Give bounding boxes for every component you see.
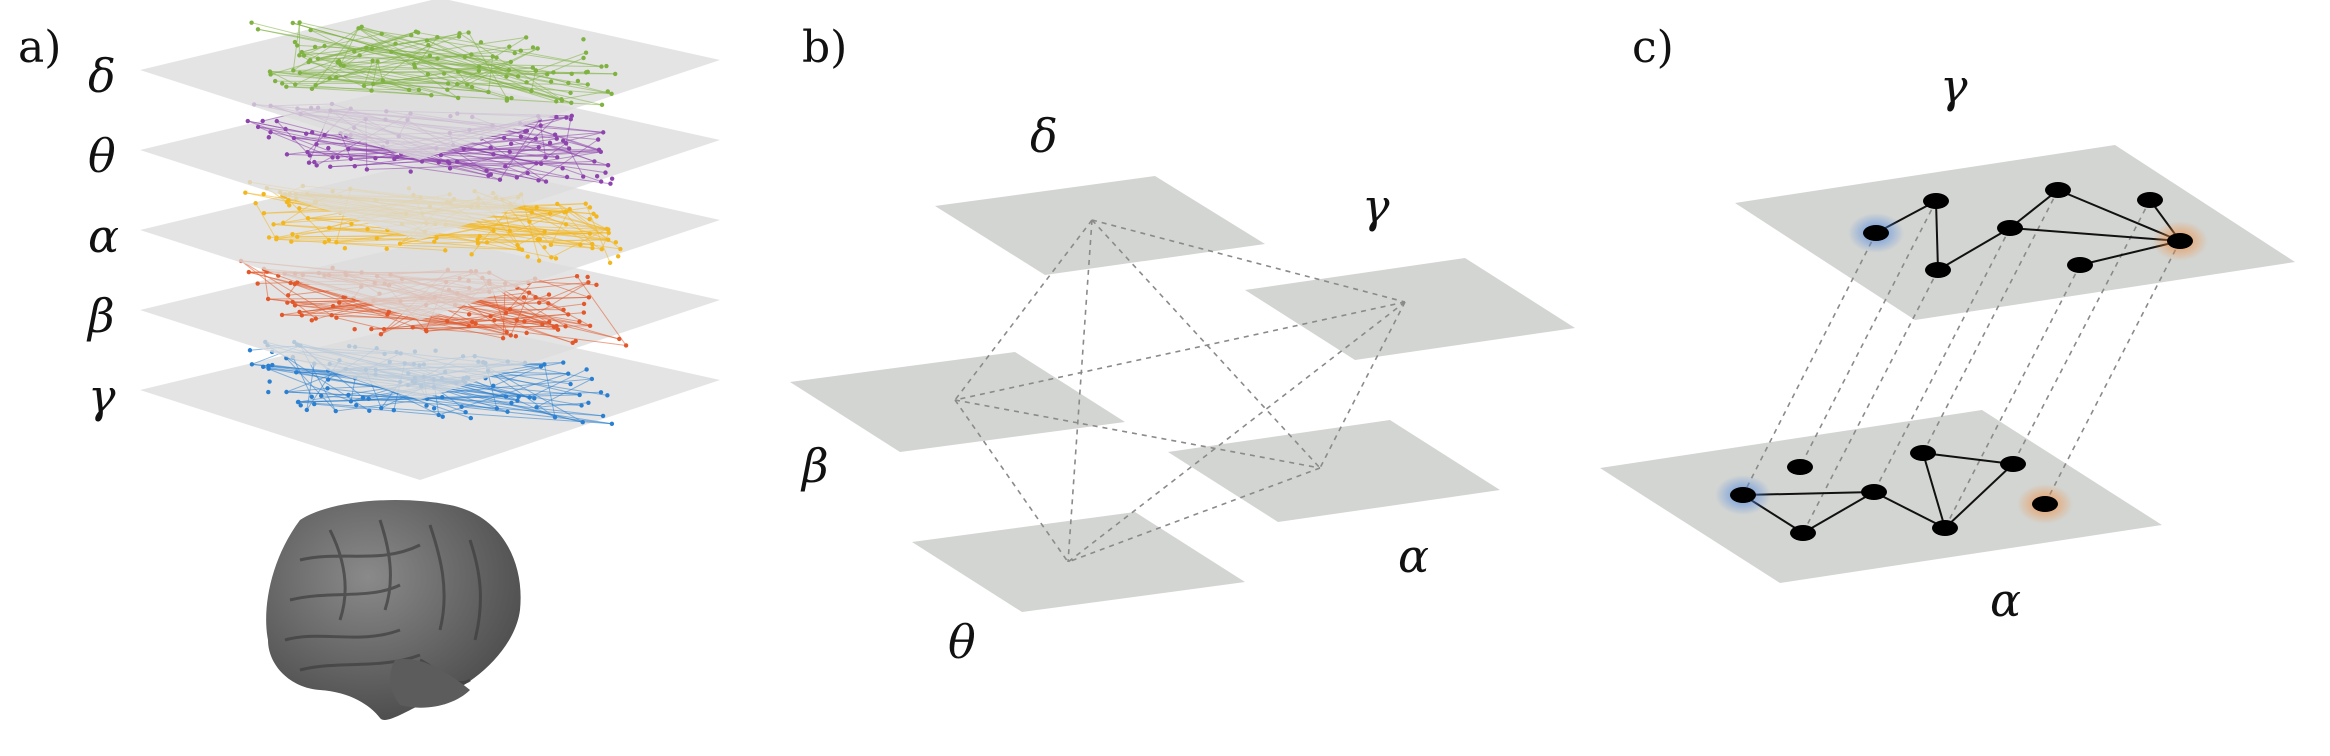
bottom-layer-graph (1715, 445, 2073, 541)
layer-label-delta: δ (88, 49, 116, 103)
plane-label-alpha: α (1398, 529, 1429, 583)
network-layer-delta (140, 0, 720, 160)
brain-image (266, 500, 521, 720)
top-layer-label: γ (1940, 59, 1968, 113)
interlayer-connections (954, 219, 1406, 563)
layer-label-alpha: α (88, 209, 119, 263)
layer-label-gamma: γ (88, 369, 116, 423)
plane-label-gamma: γ (1362, 179, 1390, 233)
plane-label-theta: θ (948, 615, 976, 669)
layer-stack (140, 0, 720, 480)
layer-label-beta: β (86, 289, 115, 343)
top-layer-graph (1848, 182, 2208, 278)
layer-label-theta: θ (88, 129, 116, 183)
panel-c-label: c) (1632, 22, 1674, 73)
plane-label-beta: β (800, 439, 829, 493)
panel-b-label: b) (802, 22, 847, 73)
panel-b: b) δ γ β α θ (790, 22, 1575, 669)
plane-alpha (1168, 420, 1500, 522)
bottom-layer-label: α (1990, 573, 2021, 627)
plane-gamma (1245, 258, 1575, 360)
plane-beta (790, 352, 1125, 452)
plane-theta (912, 512, 1245, 612)
plane-label-delta: δ (1030, 109, 1058, 163)
panel-c: c) γ α (1600, 22, 2295, 627)
plane-delta (935, 176, 1265, 275)
panel-a-label: a) (18, 22, 61, 73)
interlayer-node-links (1742, 189, 2181, 534)
panel-a: a) δ θ α β γ (18, 0, 720, 720)
